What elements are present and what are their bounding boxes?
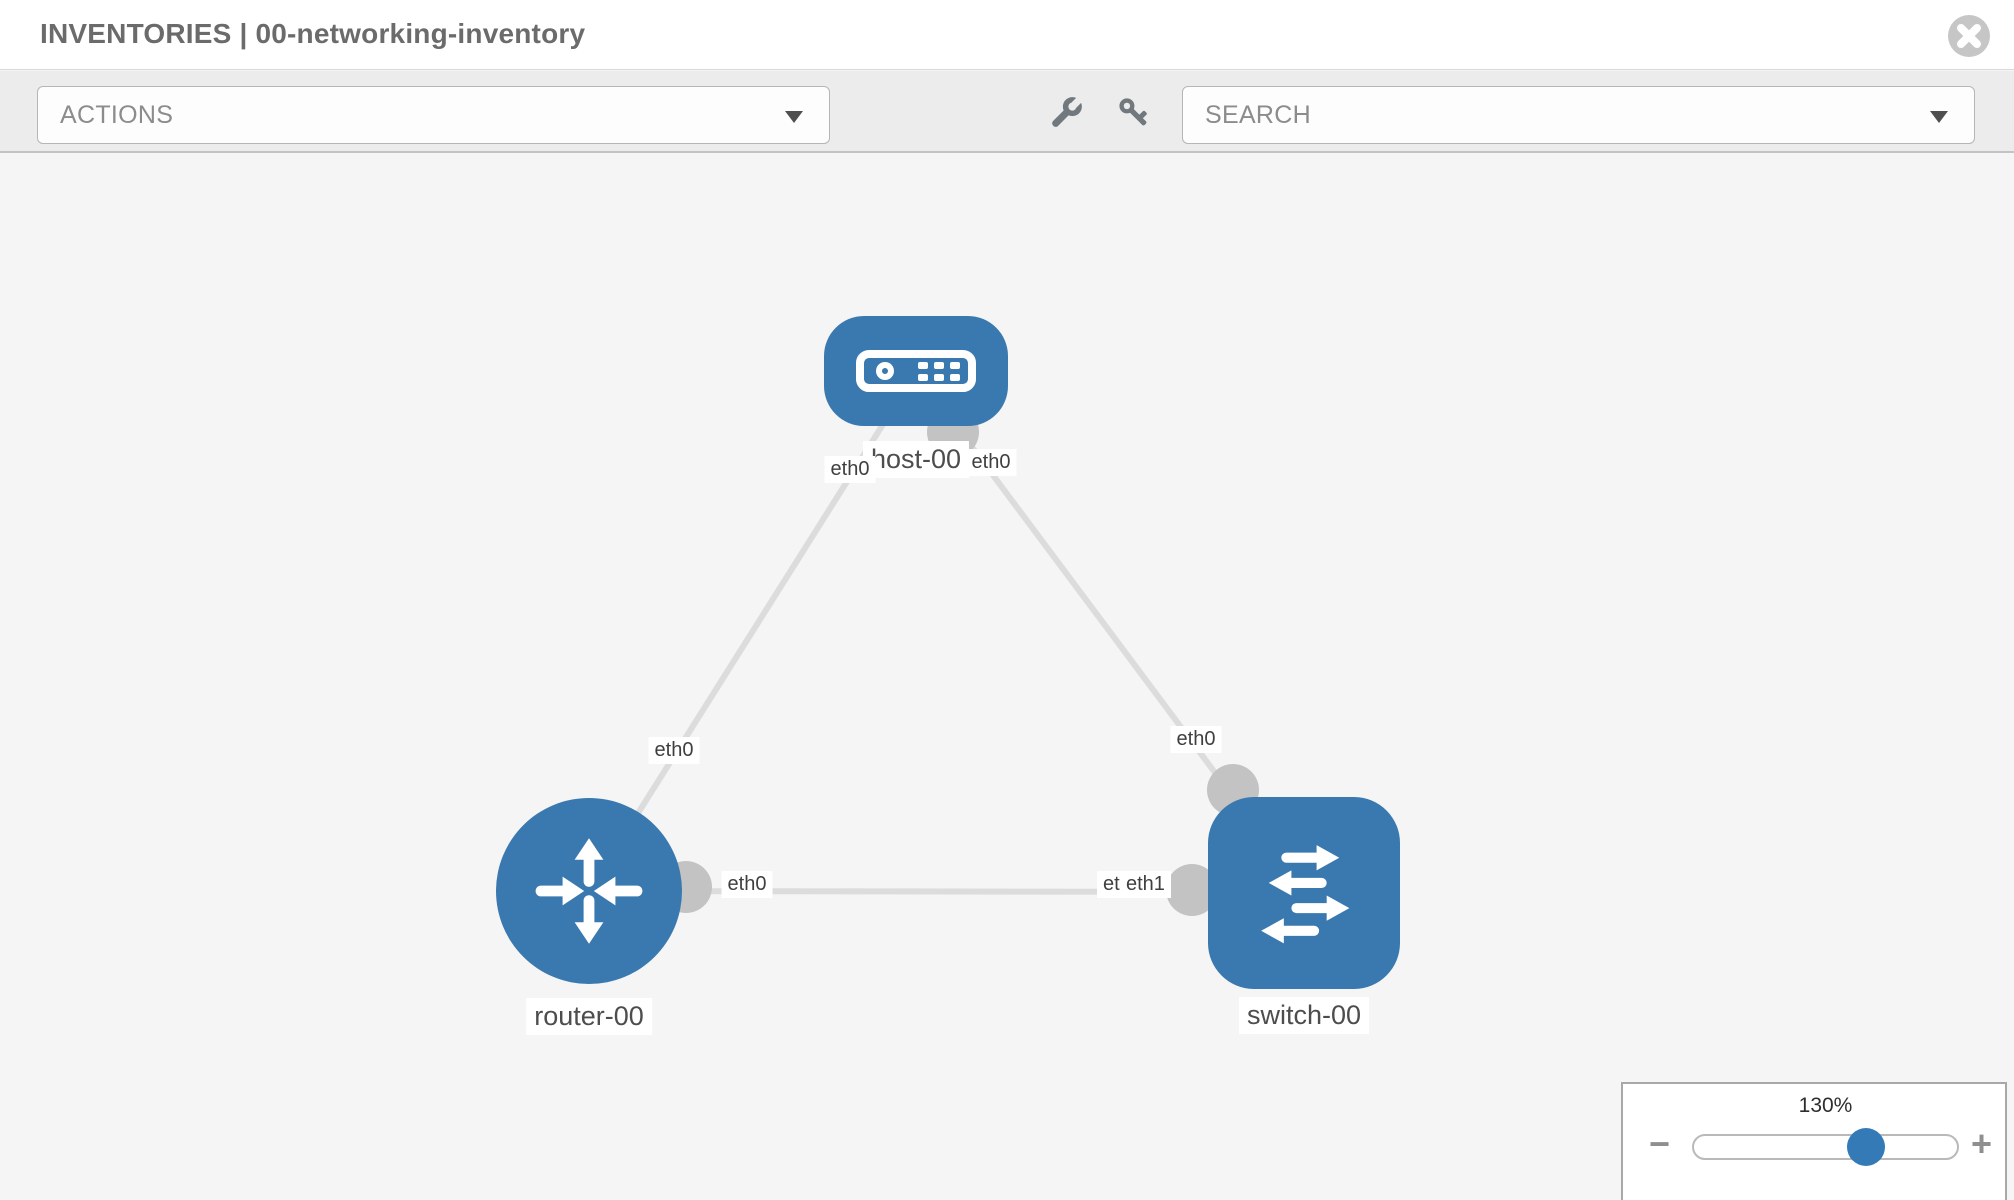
switch-icon: [1261, 845, 1350, 944]
zoom-control-panel: 130% − +: [1621, 1082, 2007, 1200]
zoom-level-value: 130%: [1798, 1094, 1853, 1117]
zoom-out-button[interactable]: −: [1649, 1123, 1671, 1164]
wrench-icon[interactable]: [1046, 93, 1086, 133]
node-label-host: host-00: [862, 441, 970, 478]
title-bar: INVENTORIES | 00-networking-inventory: [0, 0, 2014, 70]
node-host-00[interactable]: [824, 316, 1008, 426]
zoom-slider-thumb[interactable]: [1847, 1128, 1885, 1166]
interface-label-router-to-switch: eth0: [721, 871, 773, 898]
key-icon[interactable]: [1114, 93, 1154, 133]
node-label-router: router-00: [526, 998, 652, 1035]
node-switch-00[interactable]: [1208, 797, 1400, 989]
interface-label-switch-to-router: eth1: [1120, 871, 1171, 898]
close-icon[interactable]: [1946, 13, 1992, 59]
actions-dropdown-label: ACTIONS: [60, 100, 174, 129]
actions-dropdown[interactable]: ACTIONS: [37, 86, 830, 144]
page-title: INVENTORIES | 00-networking-inventory: [40, 18, 586, 49]
interface-label-host-to-router: eth0: [824, 456, 876, 483]
topology-canvas[interactable]: host-00 router-00 switch-00 eth0 eth0 et…: [0, 153, 2014, 1200]
zoom-slider-track[interactable]: [1692, 1134, 1959, 1160]
router-icon: [535, 838, 643, 944]
interface-label-switch-to-host: eth0: [1170, 726, 1222, 753]
search-dropdown[interactable]: SEARCH: [1182, 86, 1975, 144]
host-icon: [856, 350, 976, 392]
node-label-switch: switch-00: [1238, 997, 1370, 1034]
interface-label-router-to-host: eth0: [648, 737, 700, 764]
port-circle-switch-left[interactable]: [1166, 864, 1218, 916]
node-router-00[interactable]: [496, 798, 682, 984]
toolbar: ACTIONS: [0, 71, 2014, 153]
interface-label-host-to-switch: eth0: [965, 449, 1017, 476]
edges-layer: [586, 370, 1307, 916]
chevron-down-icon: [1930, 111, 1948, 123]
search-dropdown-label: SEARCH: [1205, 100, 1311, 129]
chevron-down-icon: [785, 111, 803, 123]
zoom-in-button[interactable]: +: [1971, 1123, 1993, 1164]
